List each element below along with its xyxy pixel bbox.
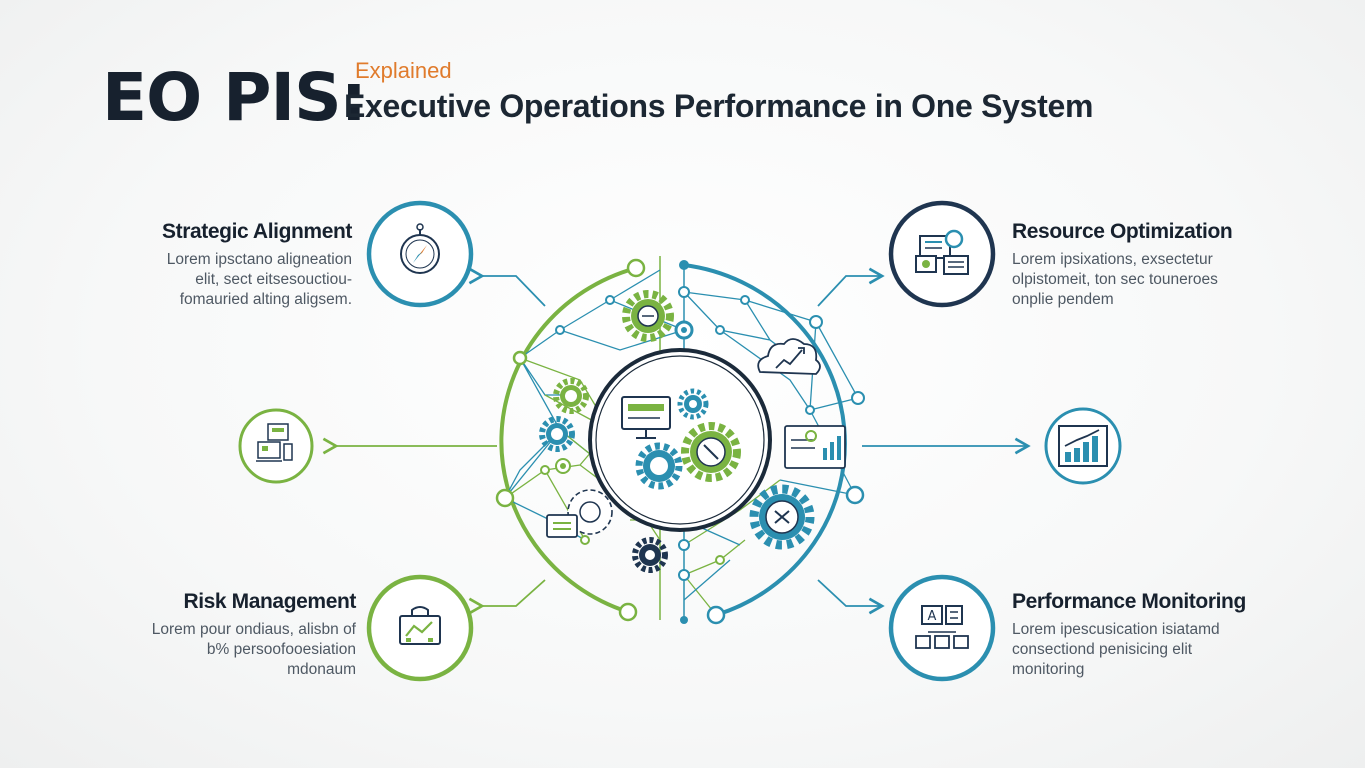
monitor-icon bbox=[621, 396, 671, 439]
label-line: olpistomeit, ton sec touneroes bbox=[1012, 271, 1218, 288]
label-line: b% persoofooesiation bbox=[206, 641, 356, 658]
title-subtitle: Executive Operations Performance in One … bbox=[344, 88, 1094, 124]
label-body: Lorem ipsixations, exsectetur olpistomei… bbox=[1012, 250, 1292, 310]
label-title: Strategic Alignment bbox=[162, 220, 352, 243]
gear-bottom-left bbox=[567, 489, 613, 535]
label-title: Resource Optimization bbox=[1012, 220, 1233, 243]
label-title: Risk Management bbox=[183, 590, 356, 613]
label-line: fomauried alting aligsem. bbox=[179, 291, 352, 308]
label-line: consectiond penisicing elit bbox=[1012, 641, 1193, 658]
hub-gear-blue-icon bbox=[635, 442, 683, 490]
connector-risk bbox=[468, 579, 546, 615]
gear-right-blue bbox=[749, 484, 815, 550]
connector-strategic bbox=[468, 267, 546, 307]
label-line: Lorem pour ondiaus, alisbn of bbox=[151, 621, 356, 638]
node-risk-management[interactable] bbox=[366, 574, 474, 682]
label-body: Lorem pour ondiaus, alisbn of b% persoof… bbox=[96, 620, 356, 680]
report-chart-icon bbox=[784, 425, 846, 469]
label-line: Lorem ipsctano aligneation bbox=[166, 251, 352, 268]
outer-arc-green bbox=[499, 266, 637, 614]
hub-gear-green-icon bbox=[681, 422, 741, 482]
org-chart-icon: A bbox=[915, 605, 969, 649]
label-risk-management: Risk Management Lorem pour ondiaus, alis… bbox=[96, 590, 357, 680]
hub-gear-small-icon bbox=[677, 388, 709, 420]
svg-text:A: A bbox=[928, 609, 937, 624]
node-performance-monitoring[interactable]: A bbox=[888, 574, 996, 682]
label-line: Lorem ipsixations, exsectetur bbox=[1012, 251, 1213, 268]
label-line: monitoring bbox=[1012, 661, 1085, 678]
node-resource-optimization[interactable] bbox=[888, 200, 996, 308]
label-line: Lorem ipescusication isiatamd bbox=[1012, 621, 1220, 638]
title-abbreviation: EO PIS: bbox=[102, 59, 367, 136]
computer-icon bbox=[256, 423, 293, 462]
node-right-middle[interactable] bbox=[1044, 407, 1122, 485]
gear-left-blue bbox=[539, 416, 575, 452]
gear-top-green bbox=[622, 290, 674, 342]
label-strategic-alignment: Strategic Alignment Lorem ipsctano align… bbox=[92, 220, 352, 310]
label-title: Performance Monitoring bbox=[1012, 590, 1246, 613]
connector-resource bbox=[817, 267, 885, 307]
node-strategic-alignment[interactable] bbox=[366, 200, 474, 308]
chat-bubble-icon bbox=[546, 514, 578, 538]
node-left-middle[interactable] bbox=[238, 408, 314, 484]
title-tagline: Explained bbox=[355, 58, 452, 83]
label-performance-monitoring: Performance Monitoring Lorem ipescusicat… bbox=[1012, 590, 1292, 680]
gear-left-green bbox=[553, 378, 589, 414]
label-body: Lorem ipsctano aligneation elit, sect ei… bbox=[92, 250, 352, 310]
dashboard-icon bbox=[915, 229, 969, 275]
central-hub bbox=[588, 348, 772, 532]
connector-performance bbox=[817, 579, 885, 615]
label-line: elit, sect eitsesouctiou- bbox=[195, 271, 352, 288]
cloud-growth-icon bbox=[757, 338, 821, 375]
label-body: Lorem ipescusication isiatamd consection… bbox=[1012, 620, 1292, 680]
label-resource-optimization: Resource Optimization Lorem ipsixations,… bbox=[1012, 220, 1292, 310]
label-line: onplie pendem bbox=[1012, 291, 1114, 308]
gear-bottom-navy bbox=[632, 537, 668, 573]
risk-chart-icon bbox=[399, 606, 441, 645]
compass-icon bbox=[400, 223, 440, 274]
label-line: mdonaum bbox=[287, 661, 356, 678]
bar-chart-icon bbox=[1058, 425, 1108, 467]
